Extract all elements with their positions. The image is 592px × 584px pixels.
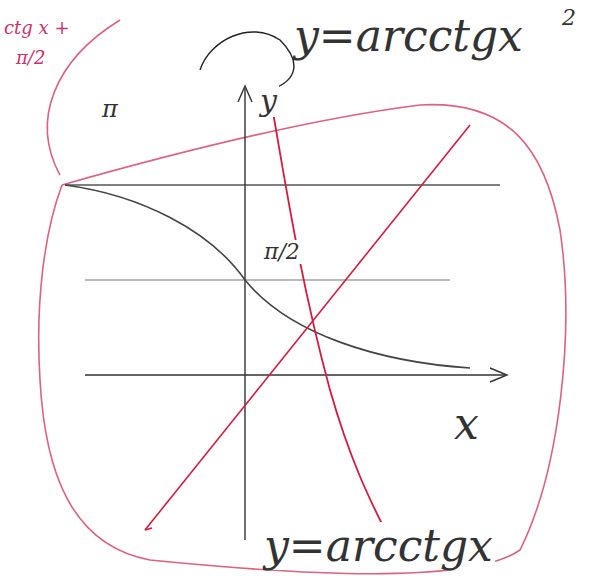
line-tick [145,528,152,530]
half-pi-line [85,279,450,280]
arcctg-curve [65,185,470,368]
y-axis [244,88,245,540]
graph-label: π/2 [14,48,47,68]
graph-label: y [258,84,279,117]
graph-label: ctg x + [2,18,72,38]
graph-label: π [100,96,120,122]
graph-label: y=arcctgx [292,12,525,60]
ctg-curve [270,95,385,530]
x-axis [85,374,505,375]
outline-stroke [200,32,294,90]
axis-arrow [238,86,252,102]
enclosing-outline [39,105,566,574]
axis-arrow [490,368,507,382]
graph-label: y=arcctgx [262,522,495,570]
graph-label: x [452,400,481,448]
bisector-line [145,125,470,530]
graph-label: π/2 [262,240,302,264]
pi-line [65,184,500,185]
outline-stroke [47,20,120,175]
graph-label: 2 [560,6,578,30]
